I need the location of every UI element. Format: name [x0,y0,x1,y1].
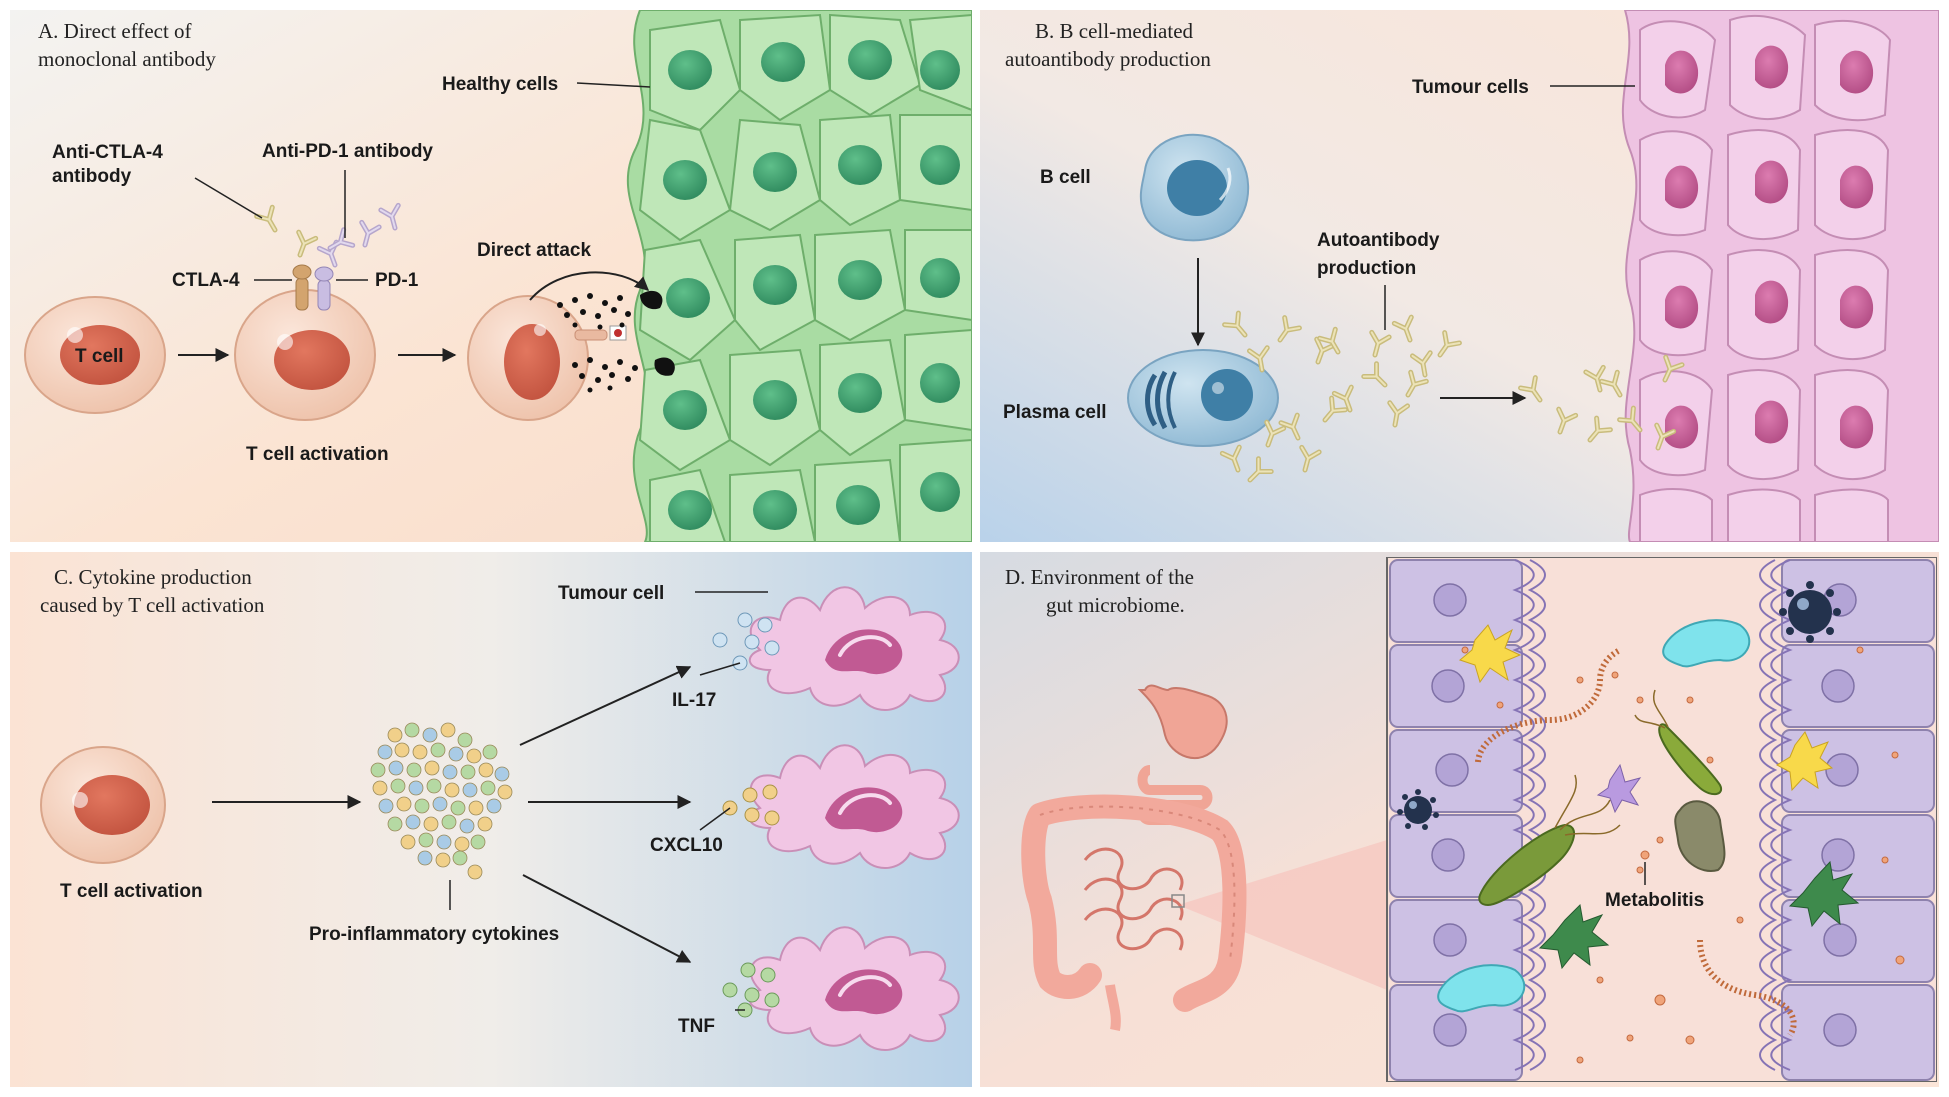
tumour-cell-cxcl10 [722,743,961,870]
tumour-cells-label: Tumour cells [1412,77,1529,98]
t-cell-activation-label: T cell activation [246,444,389,465]
cytokine-cluster [370,722,513,880]
green-microbe [1788,860,1860,928]
tumour-cell-label: Tumour cell [558,583,664,604]
ctla4-receptor [292,264,312,311]
chain-bacterium [1475,647,1622,763]
anti-ctla4-label-line1: Anti-CTLA-4 [52,142,163,163]
panel-b-title-line1: B. B cell-mediated [1035,19,1194,43]
b-cell [1139,133,1250,242]
healthy-cells-tissue [626,10,972,542]
il17-label: IL-17 [672,690,716,711]
panel-c-title-line2: caused by T cell activation [40,593,265,617]
tumour-cell-il17 [712,585,961,712]
panel-a: A. Direct effect of monoclonal antibody … [10,10,972,542]
attacking-t-cell [467,295,627,421]
chain-bacterium [1697,939,1797,1037]
gut-illustration [1021,684,1247,1031]
yellow-microbe [1775,731,1834,792]
granules [557,293,638,393]
activated-t-cell [234,289,376,421]
leader-lines [194,82,651,281]
panel-d-title-line1: D. Environment of the [1005,565,1194,589]
panel-a-title-line1: A. Direct effect of [38,19,192,43]
ctla4-label: CTLA-4 [172,270,240,291]
arrow-to-tnf [522,874,692,963]
autoantibody-label-line2: production [1317,258,1416,279]
t-cell-activation-label: T cell activation [60,881,203,902]
plasma-cell-label: Plasma cell [1003,402,1107,423]
zoom-wedge [1178,840,1387,990]
panel-a-title-line2: monoclonal antibody [38,47,216,71]
anti-pd1-label: Anti-PD-1 antibody [262,141,433,162]
panel-d: D. Environment of the gut microbiome. Me… [980,552,1939,1087]
cxcl10-label: CXCL10 [650,835,723,856]
tumour-cells-tissue [1621,10,1939,542]
pro-inflammatory-cytokines-label: Pro-inflammatory cytokines [309,924,559,945]
leader-lines [1384,85,1635,330]
tumour-cell-tnf [722,925,961,1052]
tnf-label: TNF [678,1016,715,1037]
anti-ctla4-label-line2: antibody [52,166,132,187]
damage-mark [640,290,663,310]
pd1-receptor [314,266,334,311]
green-rod-bacterium [1658,723,1723,796]
metabolitis-label: Metabolitis [1605,890,1704,911]
arrow-to-il17 [519,665,692,746]
microbiome-zoom [1386,557,1937,1082]
healthy-cells-label: Healthy cells [442,74,558,95]
t-cell-label: T cell [75,346,124,367]
green-rod-bacterium [1478,823,1575,907]
plasma-cell [1127,349,1279,447]
t-cell [24,296,166,414]
panel-c: C. Cytokine production caused by T cell … [10,552,972,1087]
purple-microbe [1596,763,1642,814]
direct-attack-label: Direct attack [477,240,591,261]
direct-attack-arrow [529,271,650,301]
panel-b: B. B cell-mediated autoantibody producti… [980,10,1939,542]
cyan-bacterium [1437,964,1526,1013]
dark-virus [1779,581,1841,643]
pd1-label: PD-1 [375,270,419,291]
cyan-bacterium [1662,619,1751,668]
panel-d-title-line2: gut microbiome. [1046,593,1185,617]
green-microbe [1538,903,1610,970]
t-cell [40,746,166,864]
bean-microbe [1674,800,1726,872]
panel-b-title-line2: autoantibody production [1005,47,1211,71]
b-cell-label: B cell [1040,167,1091,188]
dark-virus [1397,789,1439,830]
autoantibody-label-line1: Autoantibody [1317,230,1440,251]
leader-lines [449,591,768,1011]
yellow-microbe [1458,624,1522,684]
damage-mark [654,357,675,376]
panel-c-title-line1: C. Cytokine production [54,565,252,589]
